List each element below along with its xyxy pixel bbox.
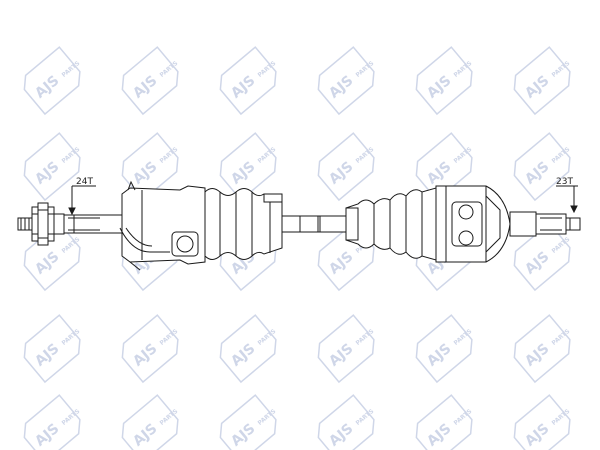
main-shaft [281, 215, 347, 233]
left-threaded-stub [17, 202, 65, 246]
right-spline-callout [556, 185, 578, 214]
outer-boot [345, 187, 437, 261]
right-spline-label: 23T [556, 177, 573, 187]
left-spline-label: 24T [76, 177, 93, 187]
inner-boot [204, 188, 283, 260]
outer-cv-joint [435, 185, 511, 263]
right-spline-stub [509, 211, 581, 237]
left-spline-shaft [63, 214, 123, 234]
inner-joint-housing [119, 180, 206, 271]
left-spline-callout [68, 185, 96, 216]
